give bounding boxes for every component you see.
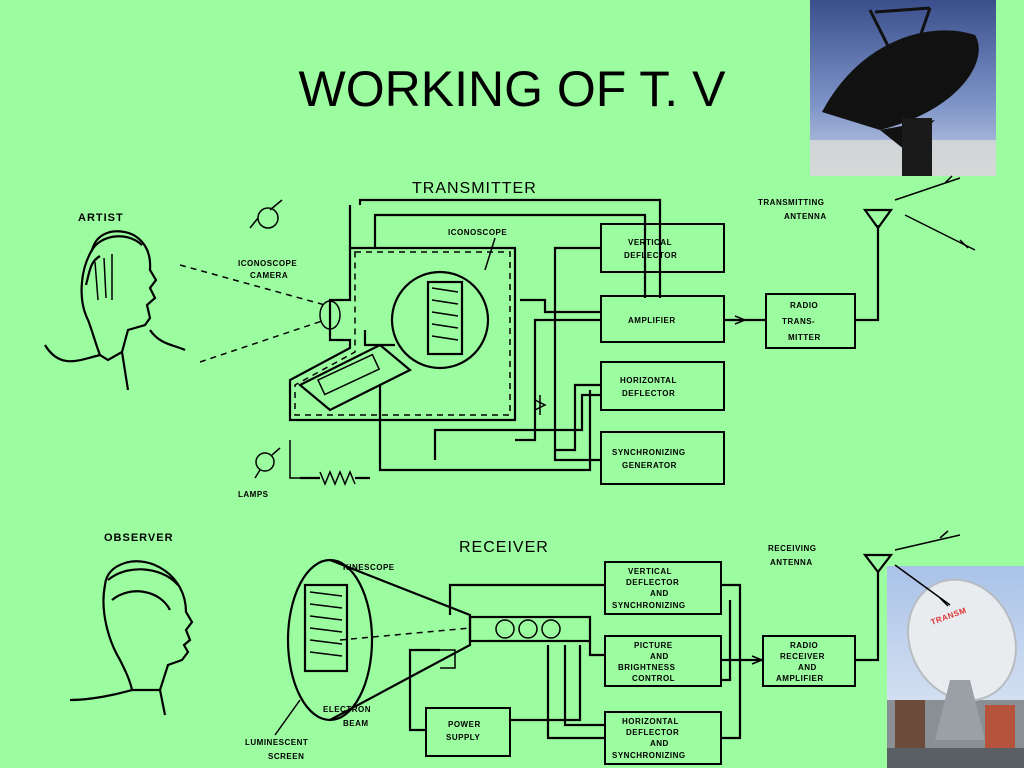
rx-vertical-label-2: DEFLECTOR — [626, 578, 679, 587]
receiving-antenna — [862, 530, 961, 607]
slide-title: WORKING OF T. V — [298, 61, 726, 117]
rx-picture-label-1: PICTURE — [634, 641, 673, 650]
radio-transmitter-label-1: RADIO — [790, 301, 818, 310]
electron-beam-label-1: ELECTRON — [323, 705, 371, 714]
sync-generator-label-2: GENERATOR — [622, 461, 677, 470]
receiving-antenna-label-1: RECEIVING — [768, 544, 817, 553]
power-supply-label-2: SUPPLY — [446, 733, 480, 742]
rx-horizontal-label-1: HORIZONTAL — [622, 717, 679, 726]
receiver-heading: RECEIVER — [459, 539, 549, 556]
transmitting-antenna — [862, 175, 976, 251]
rx-horizontal-label-4: SYNCHRONIZING — [612, 751, 686, 760]
kinescope-label: KINESCOPE — [343, 563, 395, 572]
receiving-antenna-label-2: ANTENNA — [770, 558, 813, 567]
dish-photo-bottom: TRANSM — [887, 566, 1024, 768]
rx-vertical-label-1: VERTICAL — [628, 567, 672, 576]
luminescent-screen-label-1: LUMINESCENT — [245, 738, 308, 747]
kinescope-tube — [286, 558, 592, 722]
horizontal-deflector-label-2: DEFLECTOR — [622, 389, 675, 398]
rx-radio-label-2: RECEIVER — [780, 652, 825, 661]
iconoscope-camera-label-1: ICONOSCOPE — [238, 259, 297, 268]
rx-vertical-label-4: SYNCHRONIZING — [612, 601, 686, 610]
rx-radio-label-1: RADIO — [790, 641, 818, 650]
rx-radio-label-3: AND — [798, 663, 817, 672]
luminescent-screen-label-2: SCREEN — [268, 752, 304, 761]
transmitter-heading: TRANSMITTER — [412, 180, 537, 197]
iconoscope-camera-label-2: CAMERA — [250, 271, 288, 280]
amplifier-label: AMPLIFIER — [628, 316, 676, 325]
rx-horizontal-label-3: AND — [650, 739, 669, 748]
rx-picture-label-3: BRIGHTNESS — [618, 663, 676, 672]
artist-label: ARTIST — [78, 212, 124, 224]
lamp-icon — [254, 447, 281, 479]
iconoscope-camera — [288, 205, 517, 422]
rx-picture-label-2: AND — [650, 652, 669, 661]
iconoscope-label: ICONOSCOPE — [448, 228, 507, 237]
horizontal-deflector-label-1: HORIZONTAL — [620, 376, 677, 385]
artist-figure — [44, 230, 186, 391]
lamps-label: LAMPS — [238, 490, 269, 499]
electron-beam-label-2: BEAM — [343, 719, 369, 728]
vertical-deflector-box — [600, 223, 725, 273]
camera-icon — [249, 199, 283, 229]
power-supply-box — [425, 707, 511, 757]
radio-transmitter-label-2: TRANS- — [782, 317, 815, 326]
rx-vertical-label-3: AND — [650, 589, 669, 598]
vertical-deflector-label-1: VERTICAL — [628, 238, 672, 247]
dish-photo-top — [810, 0, 996, 176]
rx-vertical-box — [604, 561, 722, 615]
sync-generator-box — [600, 431, 725, 485]
horizontal-deflector-box — [600, 361, 725, 411]
sync-generator-label-1: SYNCHRONIZING — [612, 448, 686, 457]
observer-label: OBSERVER — [104, 532, 174, 544]
transmitting-antenna-label-1: TRANSMITTING — [758, 198, 824, 207]
rx-radio-label-4: AMPLIFIER — [776, 674, 824, 683]
radio-transmitter-label-3: MITTER — [788, 333, 821, 342]
power-supply-label-1: POWER — [448, 720, 481, 729]
observer-figure — [69, 560, 194, 716]
transmitting-antenna-label-2: ANTENNA — [784, 212, 827, 221]
rx-horizontal-label-2: DEFLECTOR — [626, 728, 679, 737]
vertical-deflector-label-2: DEFLECTOR — [624, 251, 677, 260]
rx-picture-label-4: CONTROL — [632, 674, 675, 683]
